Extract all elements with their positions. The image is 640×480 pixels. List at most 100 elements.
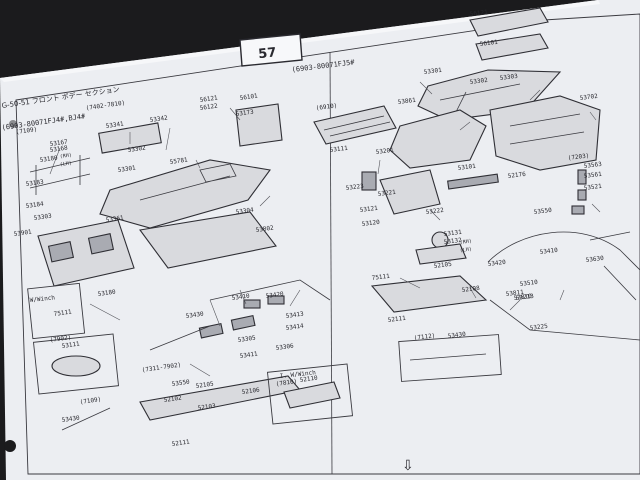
part-number-label: 53811	[505, 289, 524, 298]
inset-label: I. W/Winch	[279, 369, 316, 380]
side-code: (RH)	[459, 238, 472, 246]
part-number-label: 52105	[195, 380, 214, 389]
part-number-label: 53302	[127, 144, 146, 153]
part-number-label: 52105	[433, 261, 452, 270]
part-number-label: 52108	[461, 285, 480, 294]
part-number-label: 53901	[13, 228, 32, 237]
fender-left	[389, 109, 487, 169]
grille-right	[313, 105, 397, 145]
part-number-label: 53430	[61, 414, 80, 423]
part-number-label: 53550	[533, 207, 552, 216]
part-number-label: 52106	[241, 386, 260, 395]
part-number-label: 56101	[479, 39, 498, 48]
span-label: (7203)	[567, 152, 589, 162]
part-number-label: 53301	[423, 67, 442, 76]
span-label: (7902)	[49, 334, 71, 344]
right-diagram	[313, 7, 640, 382]
binding-hole	[9, 120, 17, 128]
part-number-label: 53121	[359, 205, 378, 214]
part-number-label: 56101	[239, 92, 258, 101]
left-diagram	[27, 103, 353, 431]
right-part-labels: 56121 56101 53301 53861 53302 53303 53702 53111…	[329, 9, 604, 340]
part-number-label: 53510	[519, 279, 538, 288]
part-number-label: 53303	[499, 73, 518, 82]
vehicle-outline	[487, 231, 640, 341]
binding-hole	[4, 440, 16, 452]
span-label: (7109)	[15, 126, 37, 136]
part-number-label: 56122	[199, 102, 218, 111]
lower-panel	[139, 211, 277, 269]
part-number-label: 53180	[39, 154, 58, 163]
part-number-label: 53410	[231, 292, 250, 301]
part-number-label: 53223	[345, 183, 364, 192]
part-number-label: 53201	[375, 147, 394, 156]
part-number-label: 53303	[33, 212, 52, 221]
part-number-label: 53802	[255, 224, 274, 233]
side-code: (LH)	[59, 160, 72, 168]
part-number-label: 53131	[443, 229, 462, 238]
part-number-label: 53420	[487, 259, 506, 268]
span-label: (7109)	[79, 396, 101, 406]
span-label: (7810)	[275, 378, 297, 388]
inset-label: W/Winch	[29, 294, 55, 304]
part-number-label: 53301	[117, 164, 136, 173]
fender-right	[489, 95, 601, 171]
part-number-label: 53550	[171, 378, 190, 387]
page-frame	[15, 13, 640, 475]
part-number-label: 53414	[285, 322, 304, 331]
inset-winch	[27, 282, 86, 340]
part-number-label: 55781	[169, 156, 188, 165]
part-number-label: 53120	[361, 219, 380, 228]
part-number-label: 53101	[457, 163, 476, 172]
left-part-labels: 5330153341533425330255781561215612253173…	[13, 92, 318, 447]
part-number-label: 53411	[239, 350, 258, 359]
part-number-label: 53184	[25, 200, 44, 209]
part-number-label: 53561	[583, 171, 602, 180]
part-number-label: 53361	[105, 214, 124, 223]
part-number-label: 53168	[49, 144, 68, 153]
part-number-label: 53132	[443, 237, 462, 246]
part-number-label: 53221	[377, 189, 396, 198]
inset-i-winch	[267, 363, 353, 425]
side-code: (LH)	[459, 246, 472, 254]
part-number-label: 53173	[235, 108, 254, 117]
side-code: (RH)	[59, 152, 72, 160]
part-number-label: 53430	[447, 331, 466, 340]
part-number-label: 53702	[579, 93, 598, 102]
part-number-label: 52111	[171, 438, 190, 447]
part-number-label: 53810	[513, 293, 532, 302]
small-codes: (RH)(LH)(RH)(LH)	[59, 152, 472, 254]
inset-labels: W/Winch I. W/Winch	[29, 294, 316, 380]
part-number-label: 53306	[275, 342, 294, 351]
part-number-label: 53213	[515, 293, 534, 302]
part-number-label: 53167	[49, 138, 68, 147]
part-number-label: 53305	[237, 334, 256, 343]
part-number-label: 75111	[53, 308, 72, 317]
part-number-label: 53111	[329, 145, 348, 154]
front-bumper-right	[370, 275, 488, 313]
part-number-label: 52111	[387, 315, 406, 324]
part-number-label: 56121	[199, 94, 218, 103]
span-label: (6910)	[315, 102, 337, 112]
part-number-label: 53225	[529, 323, 548, 332]
part-number-label: 53413	[285, 310, 304, 319]
part-number-label: 53342	[149, 114, 168, 123]
part-number-label: 53410	[539, 247, 558, 256]
part-number-label: 53630	[585, 255, 604, 264]
part-number-label: 53430	[185, 310, 204, 319]
part-number-label: 53183	[25, 178, 44, 187]
part-number-label: 53861	[397, 97, 416, 106]
continue-arrow: ⇩	[402, 458, 414, 474]
part-number-label: 53304	[235, 206, 254, 215]
part-number-label: 52176	[507, 171, 526, 180]
span-label: (7112)	[413, 332, 435, 342]
part-number-label: 56121	[469, 9, 488, 18]
part-number-label: 75111	[371, 273, 390, 282]
leader-lines	[49, 81, 601, 377]
part-number-label: 53420	[265, 290, 284, 299]
page-number: 57	[258, 45, 278, 62]
part-number-label: 53521	[583, 183, 602, 192]
part-number-label: 53302	[469, 77, 488, 86]
